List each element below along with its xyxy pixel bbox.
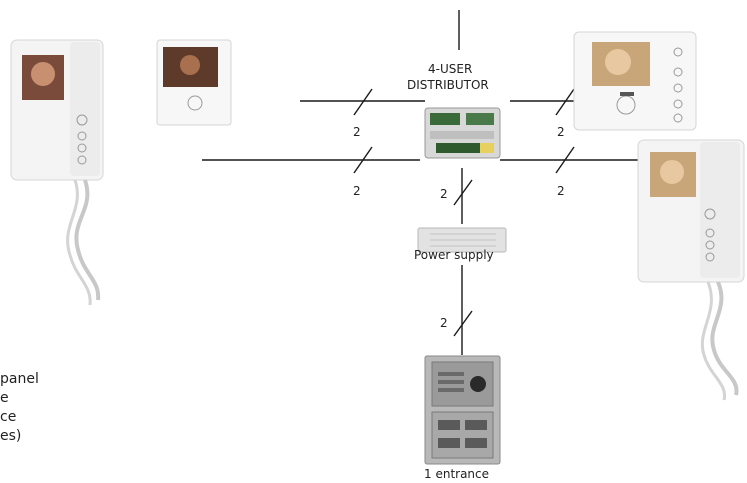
power-supply-module xyxy=(417,227,507,253)
wire-count-power-to-panel: 2 xyxy=(440,316,448,330)
wire-count-lower-right: 2 xyxy=(557,184,565,198)
entrance-panel xyxy=(424,355,501,465)
distributor-label-line2: DISTRIBUTOR xyxy=(407,78,489,92)
wire-count-upper-left: 2 xyxy=(353,125,361,139)
tick-power-to-panel xyxy=(453,310,473,337)
left-handset-monitor xyxy=(10,39,104,306)
tick-lower-left xyxy=(353,146,373,174)
side-text-line2: e xyxy=(0,390,9,406)
side-text-line1: panel xyxy=(0,371,39,387)
tick-upper-left xyxy=(353,88,373,116)
upper-right-monitor xyxy=(573,31,697,131)
wire-count-distributor-to-power: 2 xyxy=(440,187,448,201)
distributor-label-line1: 4-USER xyxy=(428,62,473,76)
side-text-line4: es) xyxy=(0,428,22,444)
small-monitor xyxy=(156,39,232,126)
tick-upper-right xyxy=(555,88,575,116)
right-handset-monitor xyxy=(637,139,745,401)
wire-count-upper-right: 2 xyxy=(557,125,565,139)
wire-count-lower-left: 2 xyxy=(353,184,361,198)
wires xyxy=(202,10,648,355)
tick-distributor-to-power xyxy=(453,179,473,206)
power-supply-label: Power supply xyxy=(414,248,494,262)
side-text-line3: ce xyxy=(0,409,17,425)
entrance-panel-label: 1 entrance xyxy=(424,467,490,481)
distributor-module xyxy=(424,107,501,159)
tick-lower-right xyxy=(555,146,575,174)
